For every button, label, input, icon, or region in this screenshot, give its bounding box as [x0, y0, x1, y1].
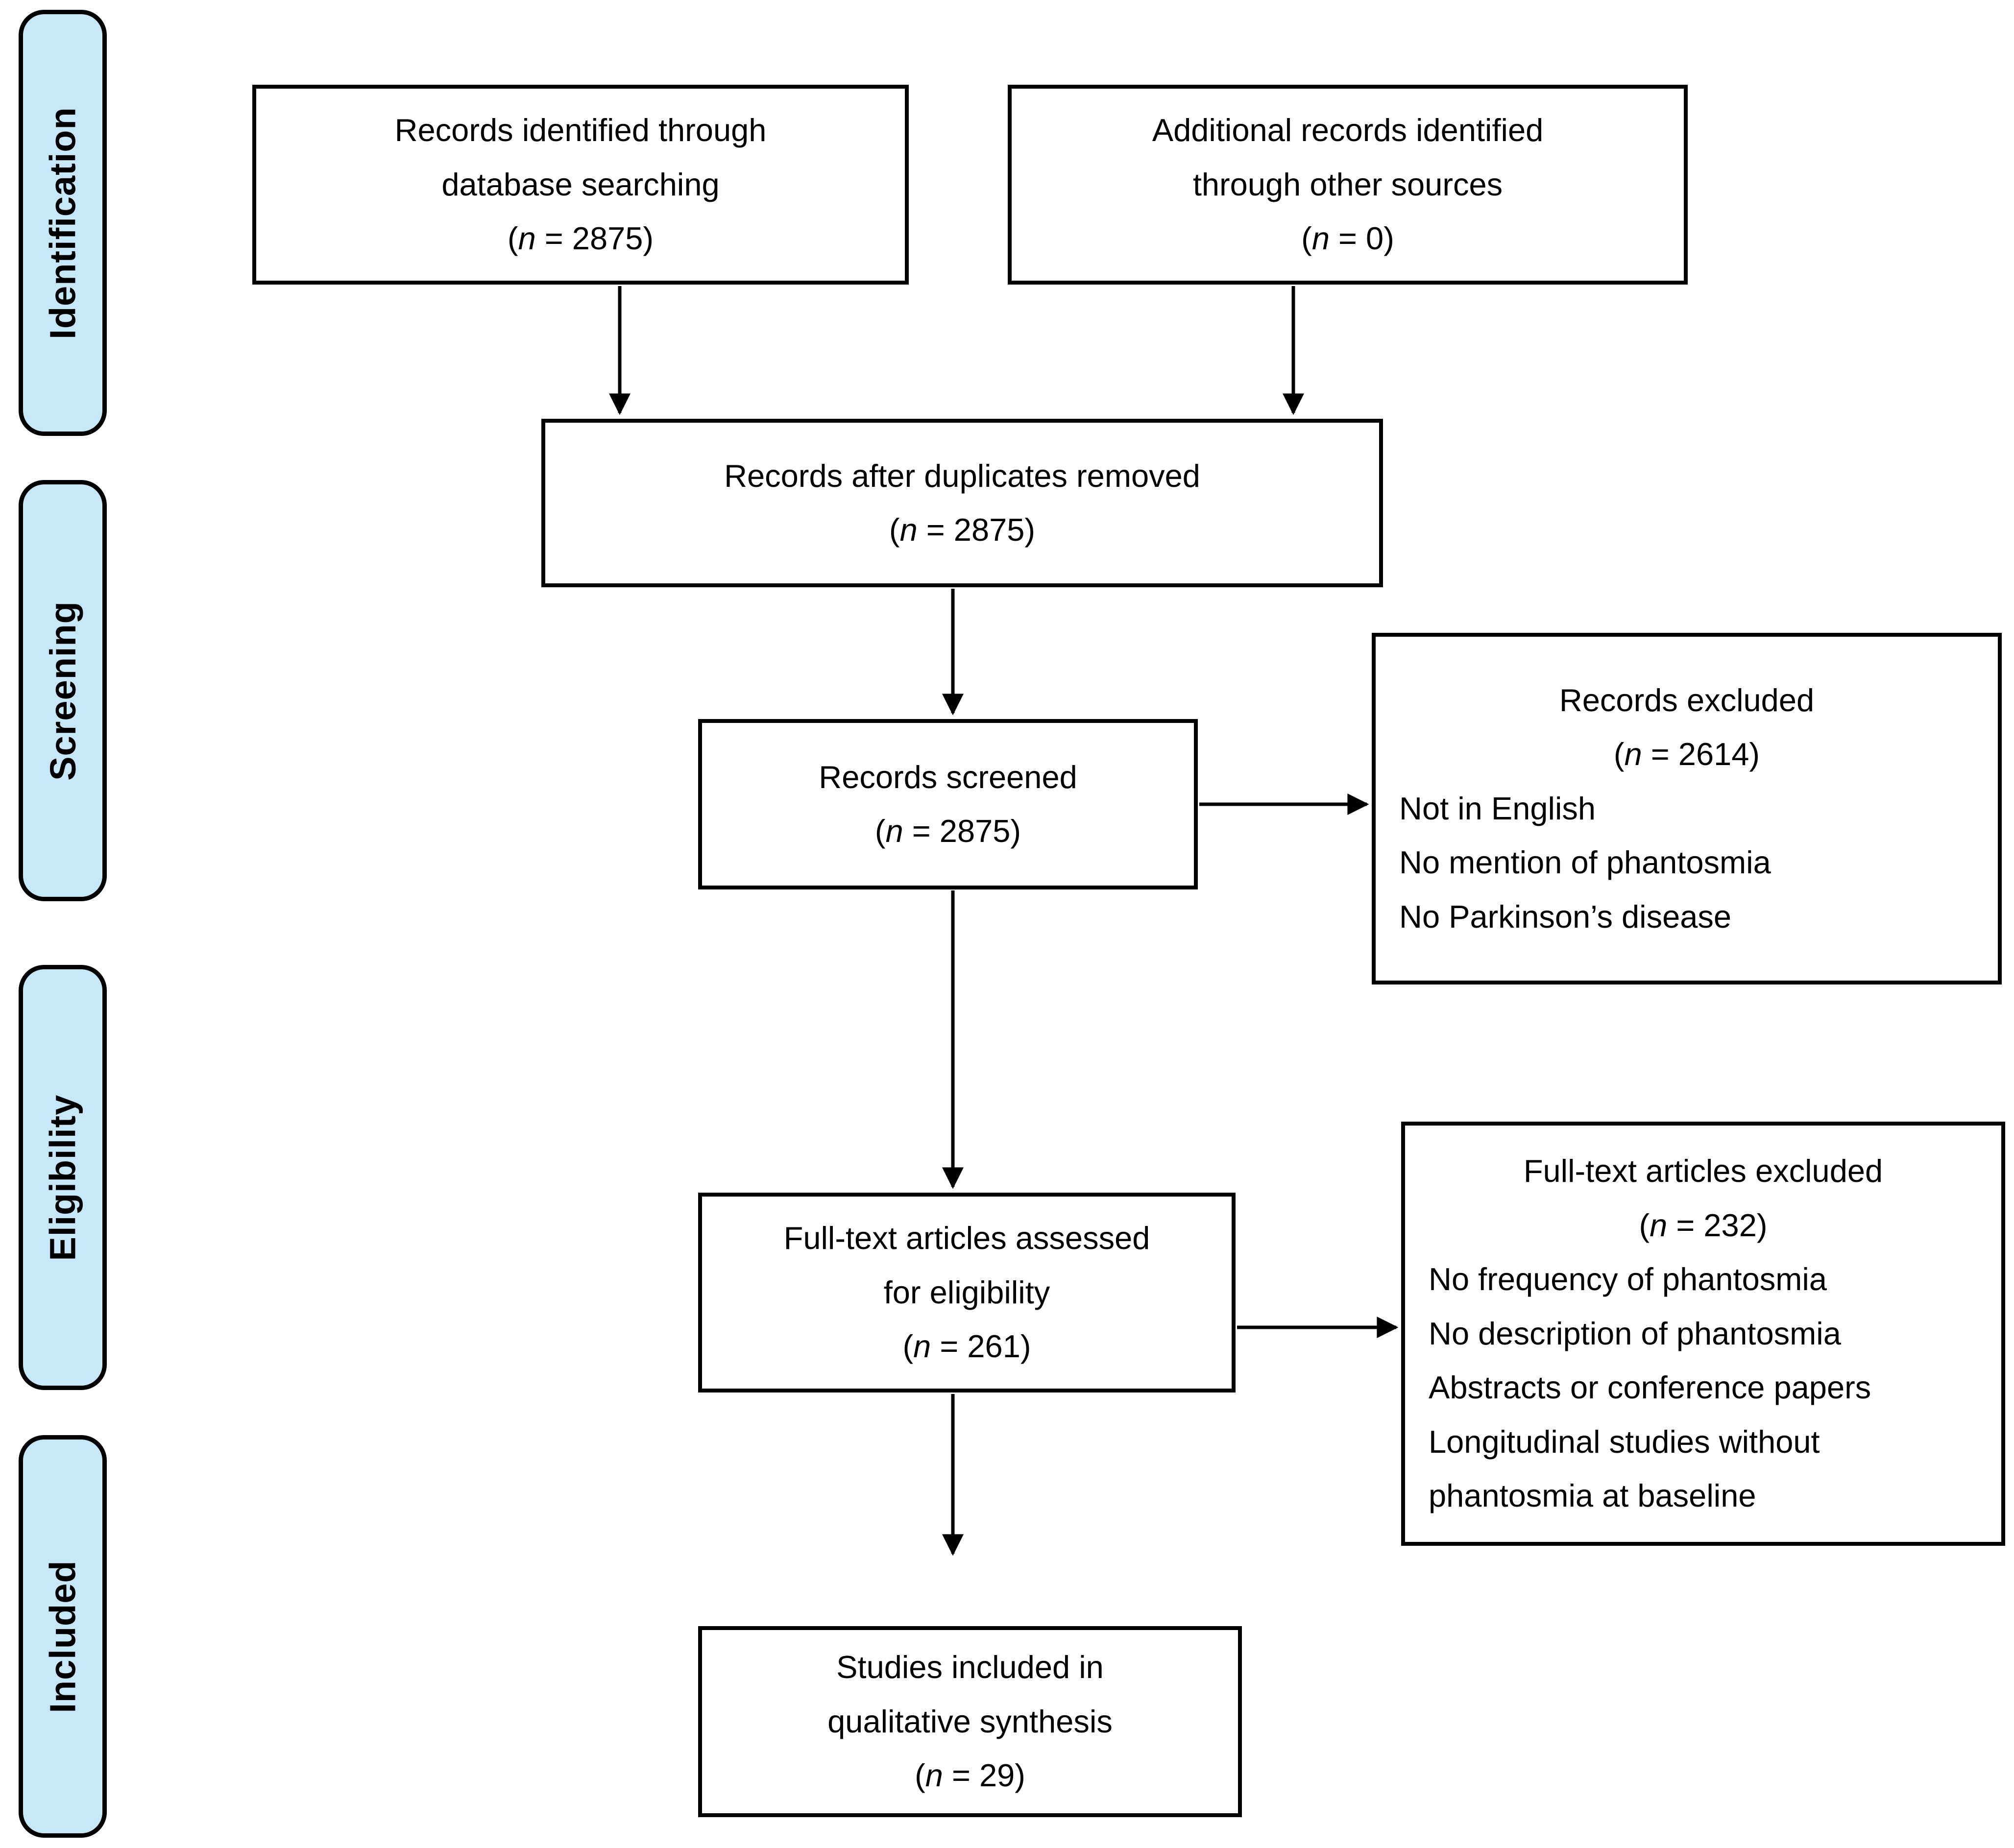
box-records-screened: Records screened (n = 2875) [698, 719, 1198, 889]
box-additional-records-title: Additional records identified through ot… [1152, 112, 1544, 202]
n-prefix: ( [1613, 736, 1625, 772]
n-prefix: ( [902, 1328, 914, 1365]
box-records-identified-title: Records identified through database sear… [394, 112, 767, 202]
box-fulltext-excluded-title: Full-text articles excluded [1523, 1153, 1883, 1189]
box-additional-records-count: (n = 0) [1301, 212, 1394, 266]
n-suffix: = 2875) [917, 512, 1036, 548]
box-fulltext-excluded: Full-text articles excluded (n = 232) No… [1401, 1122, 2005, 1546]
n-prefix: ( [889, 512, 900, 548]
n-symbol: n [885, 813, 903, 849]
n-symbol: n [1311, 220, 1330, 257]
n-suffix: = 0) [1329, 220, 1394, 257]
box-studies-included-title: Studies included in qualitative synthesi… [827, 1649, 1113, 1739]
stage-label-eligibility: Eligibility [19, 965, 107, 1390]
stage-label-included: Included [19, 1435, 107, 1838]
box-records-excluded-reasons: Not in English No mention of phantosmia … [1399, 790, 1771, 935]
stage-label-identification-text: Identification [42, 106, 83, 339]
box-fulltext-excluded-count: (n = 232) [1639, 1199, 1768, 1253]
box-records-excluded: Records excluded (n = 2614) Not in Engli… [1372, 633, 2002, 984]
box-records-excluded-title: Records excluded [1559, 682, 1815, 718]
box-records-screened-count: (n = 2875) [875, 804, 1021, 859]
n-symbol: n [913, 1328, 931, 1365]
box-duplicates-removed-count: (n = 2875) [889, 503, 1035, 557]
box-duplicates-removed: Records after duplicates removed (n = 28… [541, 419, 1383, 587]
stage-label-included-text: Included [42, 1560, 83, 1713]
stage-label-screening-text: Screening [42, 600, 83, 781]
n-prefix: ( [874, 813, 886, 849]
stage-label-eligibility-text: Eligibility [42, 1094, 83, 1261]
n-prefix: ( [1639, 1207, 1650, 1243]
box-records-screened-title: Records screened [819, 759, 1077, 795]
n-prefix: ( [915, 1757, 925, 1794]
box-fulltext-excluded-reasons: No frequency of phantosmia No descriptio… [1429, 1261, 1871, 1514]
n-prefix: ( [507, 220, 518, 257]
n-suffix: = 2875) [903, 813, 1021, 849]
n-symbol: n [518, 220, 536, 257]
n-suffix: = 2614) [1642, 736, 1760, 772]
box-records-identified-count: (n = 2875) [508, 212, 654, 266]
box-studies-included-count: (n = 29) [915, 1749, 1025, 1803]
box-fulltext-assessed-count: (n = 261) [903, 1320, 1031, 1374]
stage-label-identification: Identification [19, 10, 107, 436]
box-fulltext-assessed-title: Full-text articles assessed for eligibil… [783, 1220, 1150, 1310]
n-suffix: = 232) [1667, 1207, 1768, 1243]
n-suffix: = 2875) [535, 220, 654, 257]
n-symbol: n [1650, 1207, 1668, 1243]
n-prefix: ( [1301, 220, 1312, 257]
box-duplicates-removed-title: Records after duplicates removed [724, 457, 1200, 494]
stage-label-screening: Screening [19, 480, 107, 901]
n-symbol: n [899, 512, 918, 548]
box-studies-included: Studies included in qualitative synthesi… [698, 1626, 1242, 1817]
n-suffix: = 261) [931, 1328, 1031, 1365]
n-symbol: n [1624, 736, 1642, 772]
box-records-identified: Records identified through database sear… [252, 85, 909, 285]
box-fulltext-assessed: Full-text articles assessed for eligibil… [698, 1193, 1236, 1392]
box-records-excluded-count: (n = 2614) [1614, 727, 1760, 782]
n-suffix: = 29) [943, 1757, 1025, 1794]
box-additional-records: Additional records identified through ot… [1008, 85, 1688, 285]
n-symbol: n [925, 1757, 943, 1794]
